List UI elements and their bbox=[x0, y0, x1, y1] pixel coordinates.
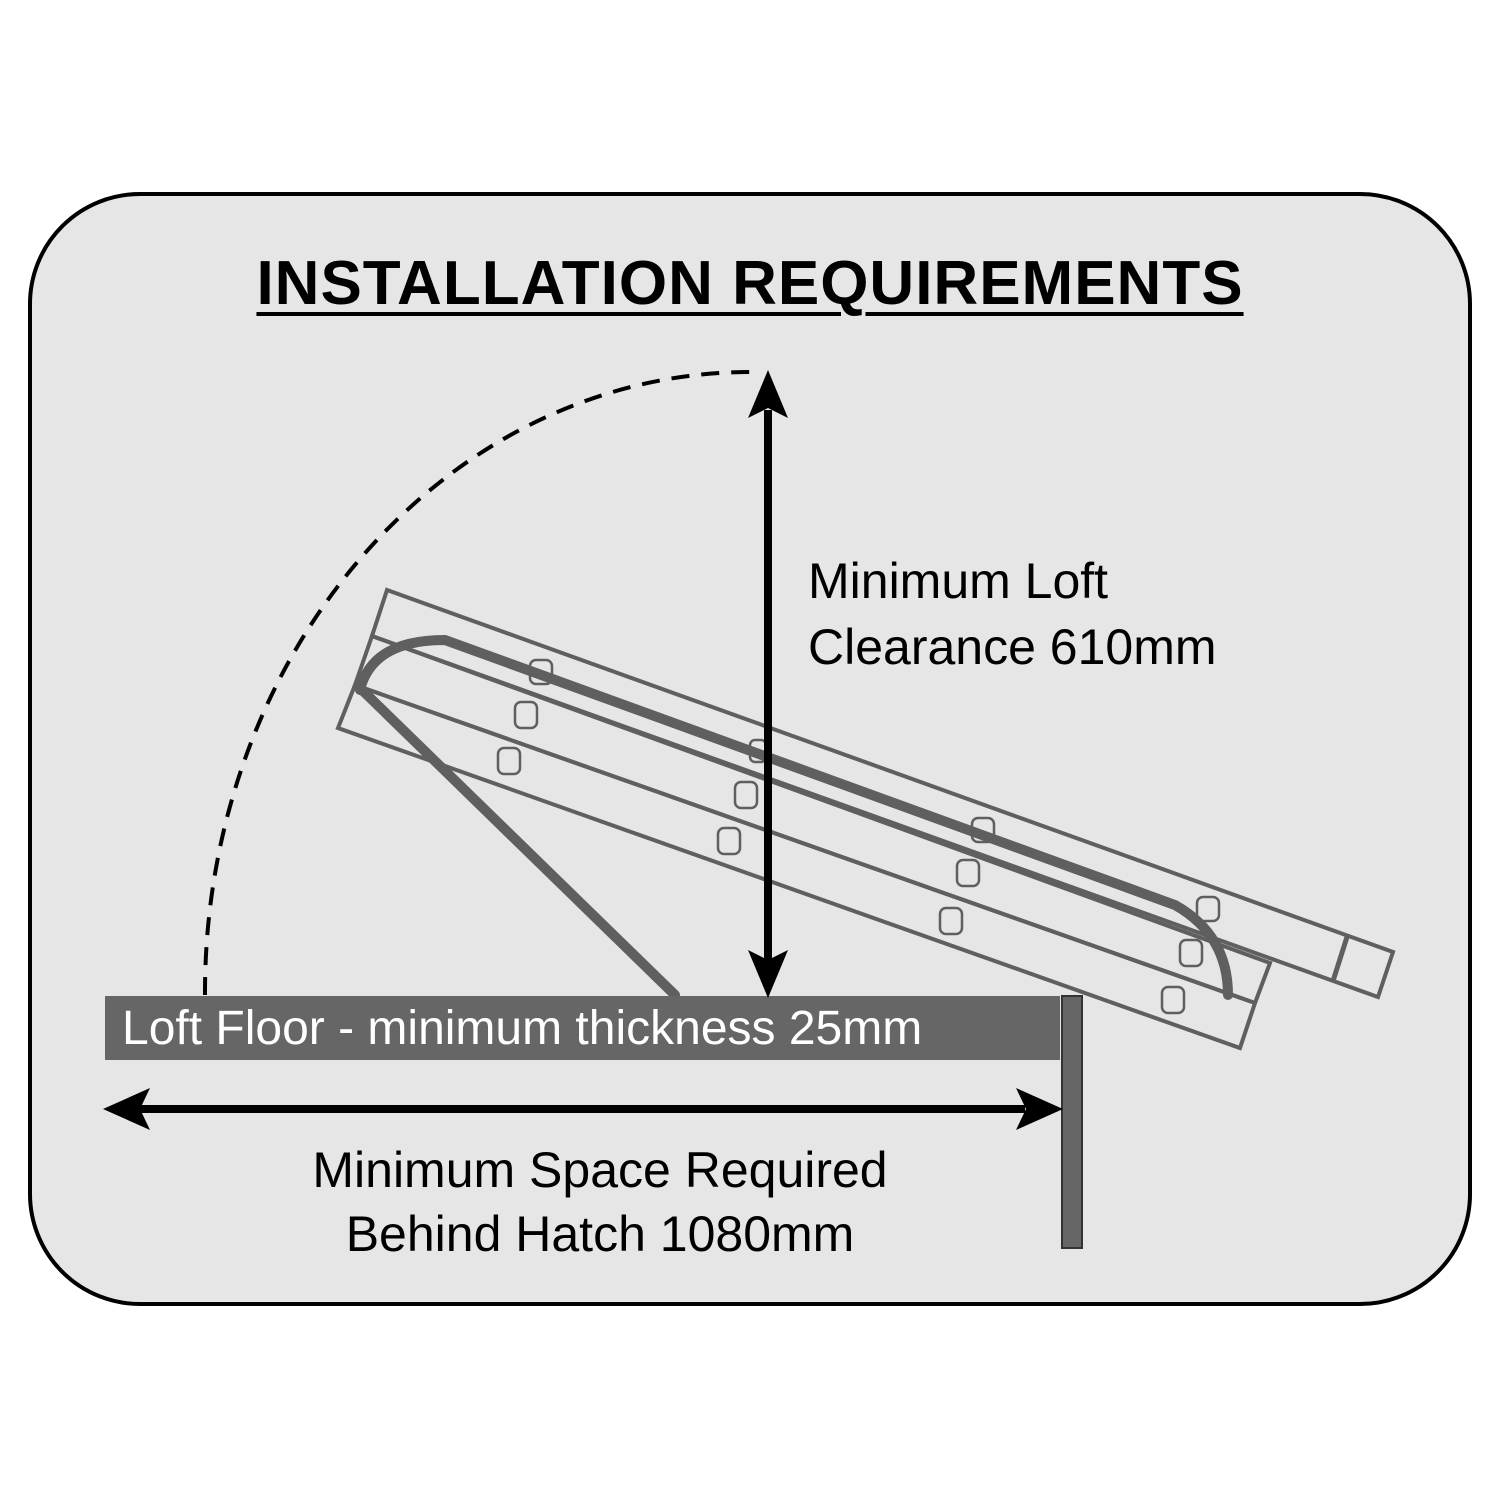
arrow-left-icon bbox=[103, 1088, 150, 1130]
space-line2: Behind Hatch 1080mm bbox=[345, 1206, 855, 1262]
clearance-line2: Clearance 610mm bbox=[808, 619, 1217, 675]
clearance-label: Minimum Loft Clearance 610mm bbox=[808, 548, 1217, 680]
clearance-line1: Minimum Loft bbox=[808, 553, 1109, 609]
space-line1: Minimum Space Required bbox=[312, 1142, 888, 1198]
ladder-end-cap bbox=[1330, 936, 1350, 982]
floor-label: Loft Floor - minimum thickness 25mm bbox=[122, 1002, 923, 1055]
hatch-post bbox=[1061, 995, 1083, 1249]
title-text: INSTALLATION REQUIREMENTS bbox=[256, 249, 1244, 318]
arrow-right-icon bbox=[1016, 1088, 1063, 1130]
space-arrow bbox=[103, 1088, 1063, 1130]
clearance-arrow bbox=[748, 370, 788, 998]
handrail bbox=[355, 634, 1233, 1000]
diagram-title: INSTALLATION REQUIREMENTS bbox=[0, 248, 1500, 319]
arrow-down-icon bbox=[748, 950, 788, 998]
loft-floor bbox=[105, 996, 1060, 1060]
swing-arc bbox=[202, 370, 751, 996]
ladder-strut bbox=[355, 683, 680, 1000]
ladder bbox=[335, 587, 1396, 1051]
arrow-up-icon bbox=[748, 370, 788, 418]
space-label: Minimum Space Required Behind Hatch 1080… bbox=[220, 1138, 980, 1266]
ladder-section-top bbox=[369, 587, 1396, 1000]
ladder-section-bottom bbox=[335, 682, 1258, 1051]
